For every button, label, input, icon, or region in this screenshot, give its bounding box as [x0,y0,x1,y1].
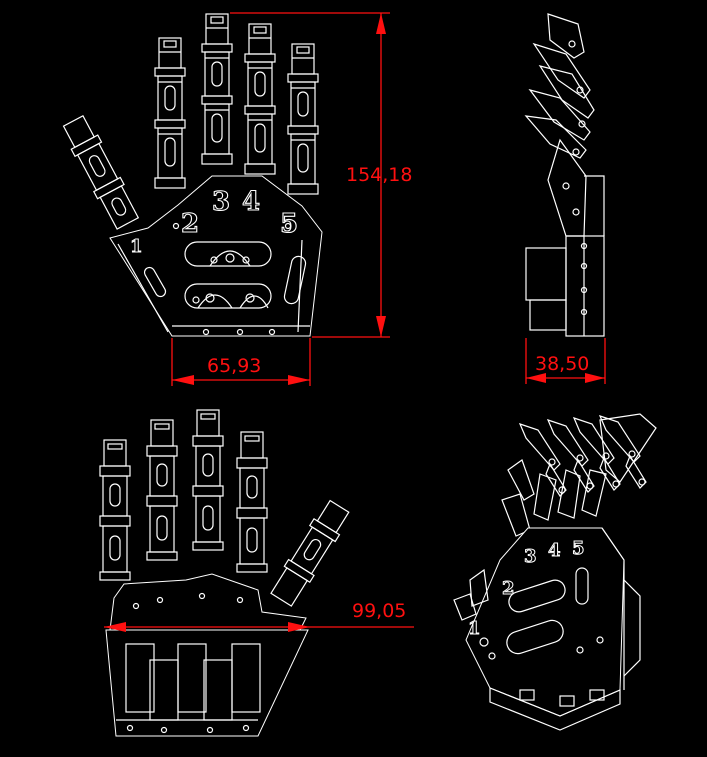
finger-number-4-iso: 4 [548,540,561,561]
dimension-side-thickness: 38,50 [525,338,606,384]
finger-b-back [146,419,178,561]
iso-view: 1 2 3 4 5 [453,413,657,731]
side-thickness-label: 38,50 [535,353,589,375]
finger-number-4-front: 4 [242,187,260,217]
finger-number-5-iso: 5 [572,538,585,559]
height-label: 154,18 [346,164,412,186]
front-view: 1 2 3 4 5 [62,13,323,337]
finger-4-front [244,23,276,175]
finger-5-front [287,43,319,195]
finger-2-front [154,37,186,189]
thumb-back [270,499,350,607]
finger-number-3-front: 3 [212,187,230,217]
finger-number-3-iso: 3 [524,546,537,567]
full-span-label: 99,05 [352,600,406,622]
finger-number-2-iso: 2 [502,578,515,599]
side-view [524,13,605,337]
palm-width-label: 65,93 [207,355,261,377]
dimension-palm-width: 65,93 [171,338,311,386]
finger-number-1-front: 1 [130,236,143,257]
thumb-front [62,114,140,230]
finger-number-1-iso: 1 [468,618,481,639]
dimension-height: 154,18 [230,12,412,338]
finger-c-back [192,409,224,551]
finger-a-back [99,439,131,581]
lower-slot [184,283,272,309]
finger-number-5-front: 5 [280,209,298,239]
side-palm [565,235,605,337]
dimension-full-span: 99,05 [104,600,414,632]
finger-3-front [201,13,233,165]
finger-d-back [236,431,268,573]
back-view [99,409,350,737]
back-palm [105,629,309,737]
upper-slot [184,241,272,267]
finger-number-2-front: 2 [181,209,199,239]
